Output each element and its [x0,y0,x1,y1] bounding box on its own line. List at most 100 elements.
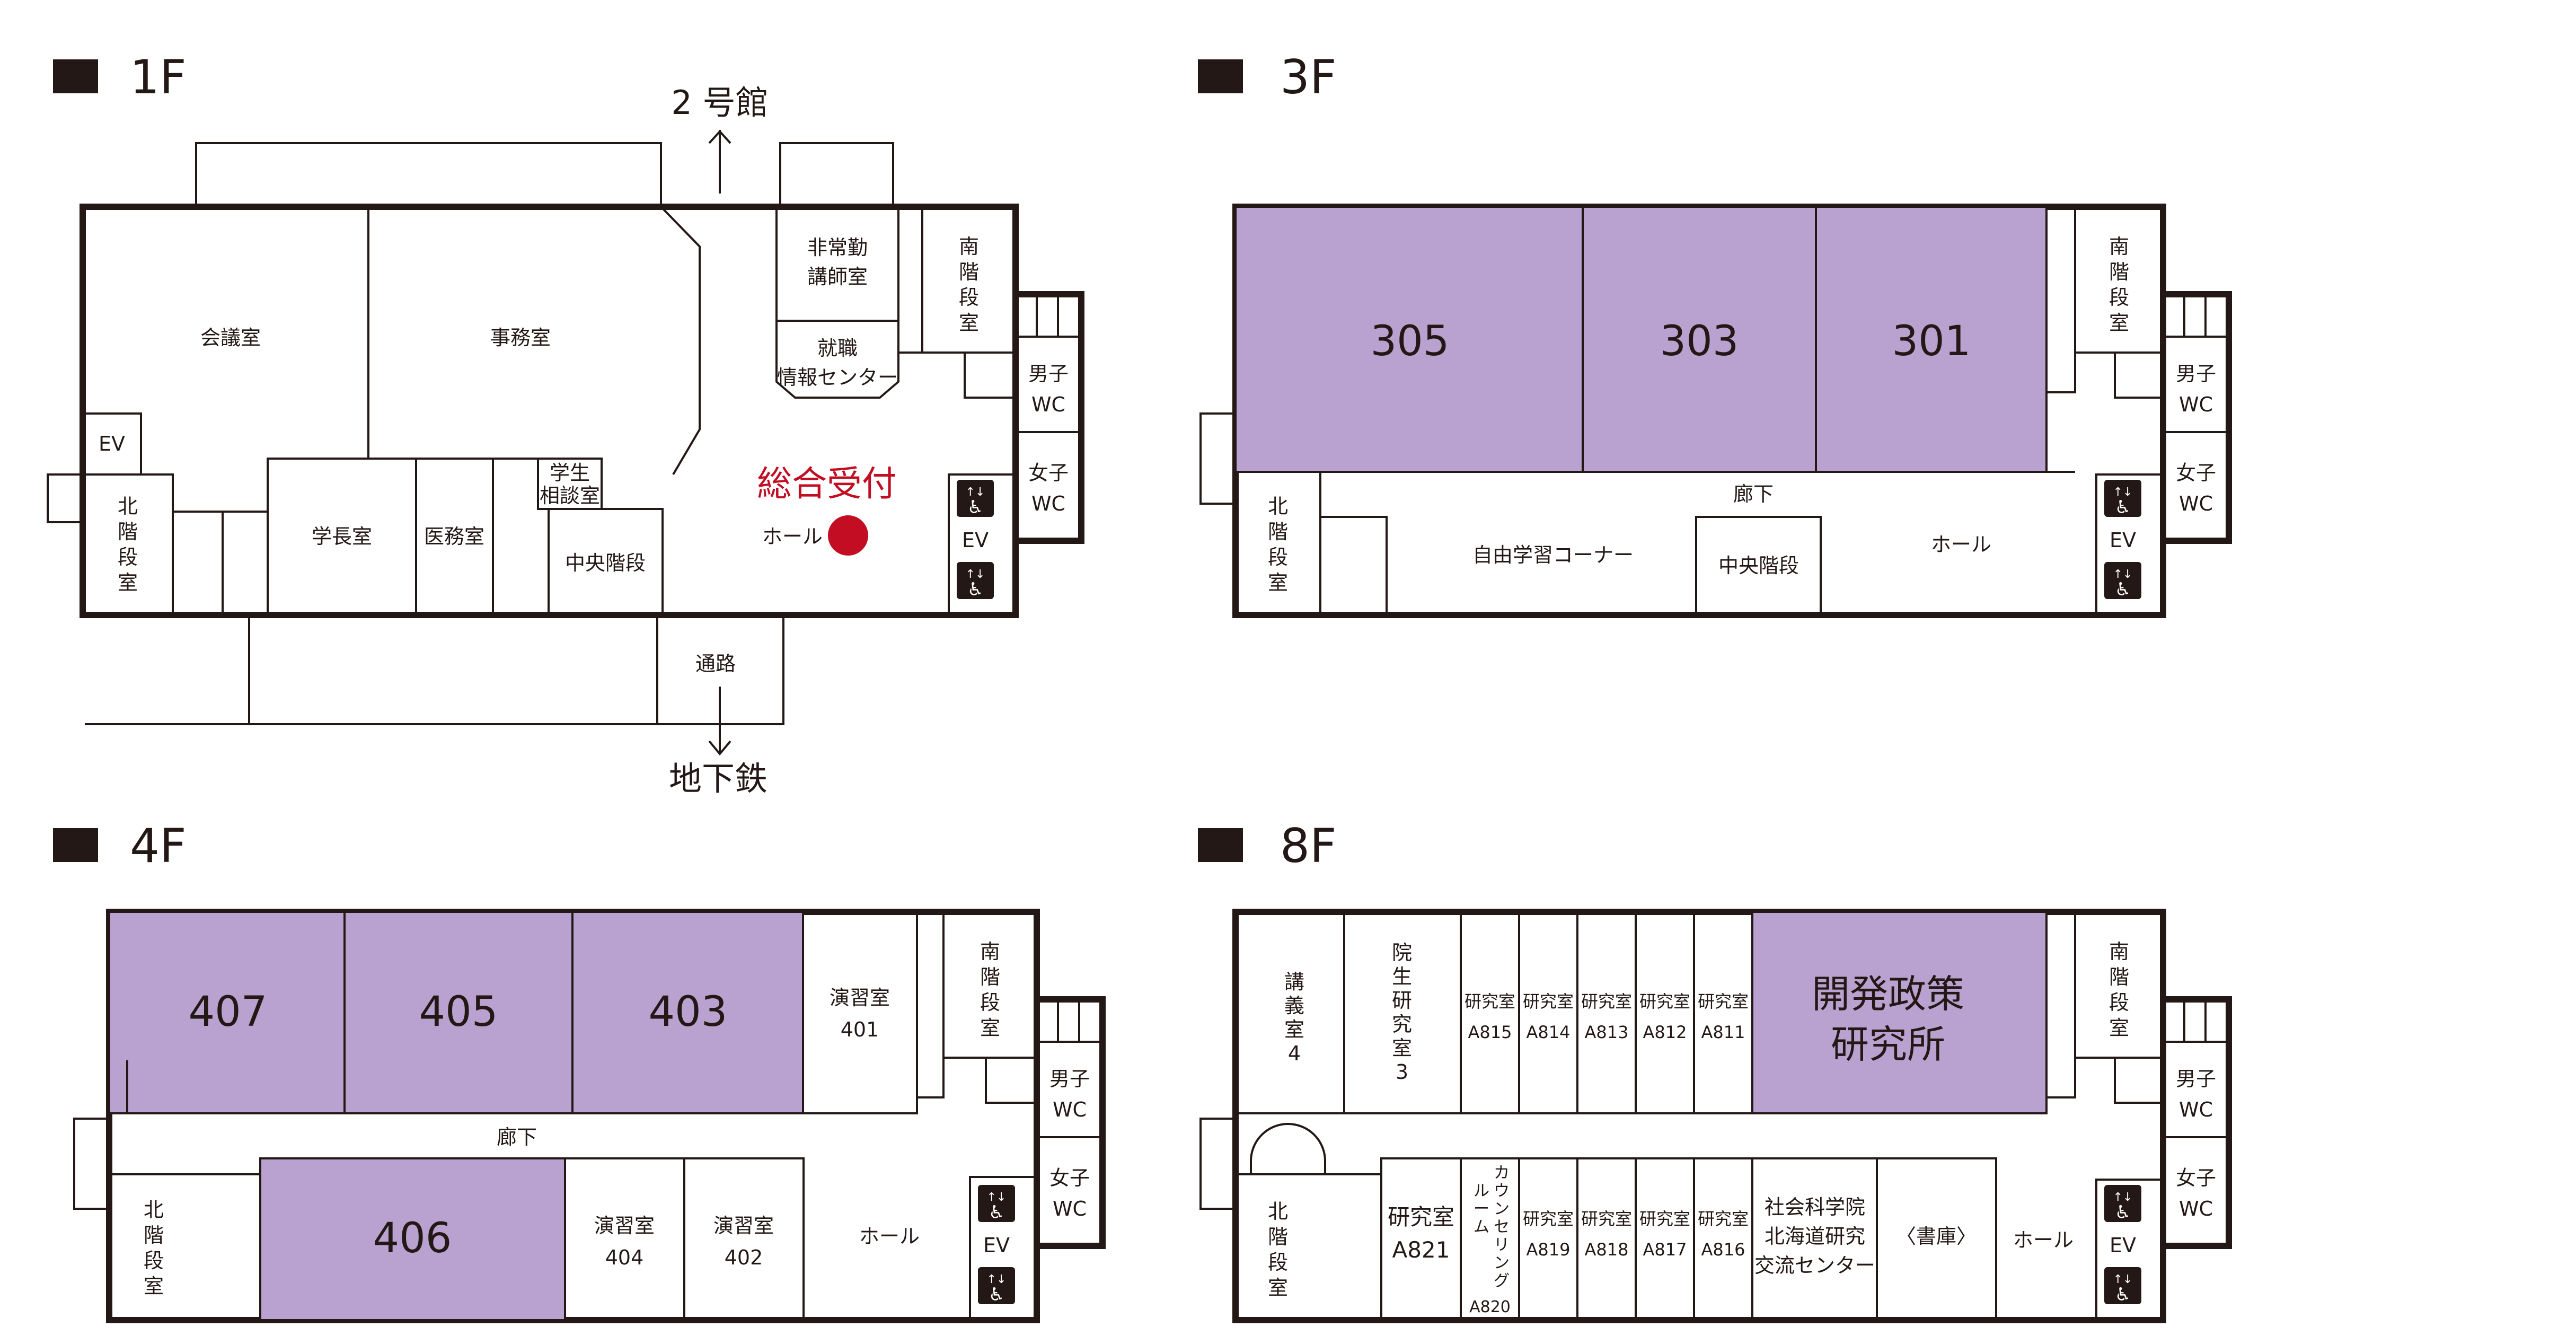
f8-insei-5: 室 [1392,1036,1412,1060]
f8-a817-line1: 研究室 [1639,1209,1690,1229]
f1-hijokin-line2: 講師室 [807,265,868,288]
f1-hall-label: ホール [762,525,823,548]
f1-east-annex-outline [779,142,894,208]
floor-3f-title: 3F [1280,50,1337,104]
f3-west-stub [1199,412,1237,505]
f1-accessible-elevator-icon-1: ↑↓ ♿ [957,480,994,518]
f4-enshu-402 [683,1157,805,1321]
f8-a820 [1460,1157,1520,1321]
svg-text:♿: ♿ [967,497,983,518]
f8-insei-4: 究 [1392,1013,1412,1036]
f1-sodan-1: 学生 [550,461,590,485]
f8-counseling-5: リ [1494,1236,1510,1254]
f4-joshi-2: WC [1053,1197,1087,1220]
f4-accessible-elevator-icon-1: ↑↓ ♿ [978,1185,1015,1223]
f3-room-305-label: 305 [1371,318,1450,365]
f3-jiyu-label: 自由学習コーナー [1472,543,1634,567]
svg-text:↑↓: ↑↓ [2113,1191,2133,1204]
f1-shushoku-line2: 情報センター [777,366,898,389]
f8-minami-2: 階 [2109,965,2129,989]
f8-a820-label: A820 [1469,1298,1511,1316]
f8-counseling-1: カ [1494,1164,1510,1182]
f3-kita-1: 北 [1268,495,1288,518]
f8-insei-1: 院 [1392,941,1412,964]
svg-text:↑↓: ↑↓ [966,486,985,499]
f4-enshu402-line2: 402 [725,1246,763,1269]
f8-counseling-6: ン [1494,1254,1510,1272]
f4-minami-3: 段 [980,991,1000,1014]
f3-chuo-label: 中央階段 [1718,554,1799,577]
f8-kaihatsu-line1: 開発政策 [1812,972,1964,1016]
svg-text:♿: ♿ [989,1202,1004,1223]
f3-minami-2: 階 [2109,260,2129,284]
f8-a821-line2: A821 [1392,1237,1450,1263]
f8-insei-6: 3 [1396,1060,1408,1084]
f4-stair-landing [985,1058,1037,1104]
f1-kita-1: 北 [118,495,138,518]
f1-kita-4: 室 [118,571,138,594]
f3-room-305 [1234,206,1584,473]
f8-counseling-3: ン [1494,1200,1510,1218]
f8-counseling-7: グ [1494,1272,1510,1290]
f3-ev-label: EV [2110,529,2136,552]
f4-east-wing-wall [1037,996,1106,1249]
floor-1f-title: 1F [130,50,187,104]
f1-stair-landing [964,353,1016,399]
f4-enshu401-line1: 演習室 [830,986,890,1009]
f1-west-stub [47,473,84,523]
svg-text:↑↓: ↑↓ [987,1273,1007,1286]
f1-annex-label: 2 号館 [671,83,768,122]
f8-ev-label: EV [2110,1234,2136,1257]
f8-kaihatsu-institute [1751,911,2048,1114]
f3-danshi-2: WC [2179,393,2213,416]
f8-joshi-1: 女子 [2176,1166,2216,1190]
floor-3f-marker [1198,59,1243,93]
f3-danshi-1: 男子 [2176,362,2216,385]
f1-minami-1: 南 [959,235,979,258]
f1-hijokin-line1: 非常勤 [807,236,868,259]
f1-imu-room [415,458,494,616]
f1-subway-arrowhead [708,740,731,756]
f3-joshi-2: WC [2179,492,2213,515]
f8-shakai-line3: 交流センター [1754,1254,1875,1277]
f4-enshu-401 [802,911,918,1114]
f8-a812 [1635,911,1695,1114]
f8-accessible-elevator-icon-2: ↑↓ ♿ [2104,1267,2141,1305]
svg-text:♿: ♿ [2115,579,2131,600]
f8-a814 [1518,911,1578,1114]
f8-joshi-2: WC [2179,1197,2213,1220]
f8-counseling-2: ウ [1494,1182,1510,1200]
f1-office-angled-wall [660,206,701,476]
f8-shoko [1876,1157,1997,1321]
f4-room-403-label: 403 [649,988,728,1036]
f3-chuo-stairs [1695,516,1822,616]
f8-a821-line1: 研究室 [1388,1204,1454,1230]
f8-east-wing-wall [2163,996,2232,1249]
f4-minami-1: 南 [980,940,1000,963]
f8-kogi-1: 講 [1284,970,1304,994]
f4-minami-2: 階 [980,965,1000,989]
f4-enshu402-line1: 演習室 [713,1214,774,1237]
f8-kita-4: 室 [1268,1276,1288,1299]
f8-kita-2: 階 [1268,1225,1288,1249]
f1-ev-left: EV [99,432,125,455]
f1-ev-bank [948,473,1017,616]
f8-accessible-elevator-icon-1: ↑↓ ♿ [2104,1185,2141,1223]
f8-shoko-label: 〈書庫〉 [1896,1225,1977,1248]
floor-4f-title: 4F [130,819,187,873]
f4-joshi-1: 女子 [1049,1166,1090,1190]
f3-accessible-elevator-icon-2: ↑↓ ♿ [2104,562,2141,600]
f4-enshu401-line2: 401 [841,1018,879,1041]
f4-room-405 [343,911,574,1114]
svg-text:↑↓: ↑↓ [987,1191,1007,1204]
f8-a812-line1: 研究室 [1639,991,1690,1012]
f3-ev-bank [2095,473,2164,616]
f8-insei-2: 生 [1392,965,1412,988]
f8-kogi-4: 4 [1288,1042,1301,1065]
f1-minami-3: 段 [959,286,979,309]
floor-8f-marker [1198,828,1243,862]
f1-joshi-2: WC [1031,492,1065,515]
f3-hall-label: ホール [1931,533,1991,556]
floor-8f: 8F 講 義 室 4 院 生 研 究 [1198,819,2232,1323]
